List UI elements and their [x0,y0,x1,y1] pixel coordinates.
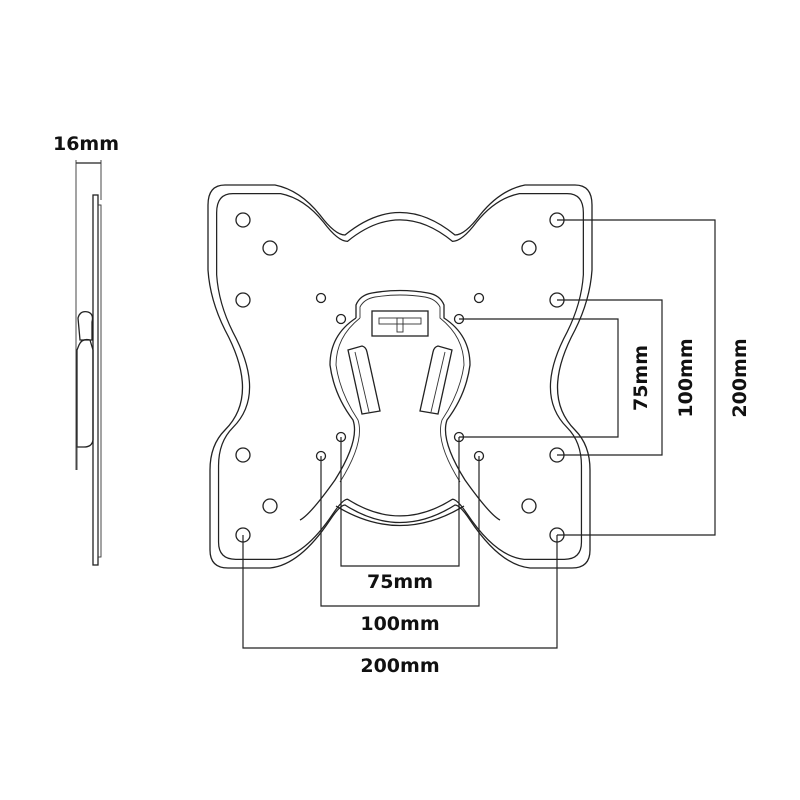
mounting-hole-large [521,498,537,514]
mounting-hole-large [262,240,278,256]
hook-left [347,345,381,415]
horizontal-100-label: 100mm [360,613,439,635]
vertical-75-dimension [459,318,619,438]
horizontal-75-label: 75mm [367,571,433,593]
plate-outline [207,184,593,569]
center-cutout [299,289,501,521]
horizontal-200-label: 200mm [360,655,439,677]
vertical-200-dimension [557,219,716,536]
mounting-hole-large [235,212,251,228]
depth-label: 16mm [53,133,119,155]
hook-left-edge [354,351,370,413]
mounting-hole-large [262,498,278,514]
side-view [75,160,102,566]
horizontal-75-dimension [340,437,460,567]
plate-inner-rim [216,192,584,560]
horizontal-200-dimension [242,535,558,649]
hook-right [419,345,453,415]
latch-bar [378,317,422,325]
vertical-100-label: 100mm [675,338,697,417]
mounting-hole-large [235,292,251,308]
vertical-200-label: 200mm [729,338,751,417]
vertical-100-dimension [557,299,663,456]
side-plate [92,194,99,566]
side-bracket [76,338,94,448]
side-screw [77,310,94,341]
hook-right-edge [430,351,446,413]
mounting-hole-small [473,292,485,304]
latch-screw [396,317,404,333]
horizontal-100-dimension [320,456,480,607]
mounting-hole-large [235,447,251,463]
mounting-hole-small [315,292,327,304]
latch [371,310,429,337]
mounting-holes [235,212,565,543]
dimension-lines [242,219,716,649]
side-plate-edge [97,204,102,558]
mounting-hole-large [521,240,537,256]
vertical-75-label: 75mm [630,345,652,411]
lower-arc [335,505,465,527]
center-cutout-inner [335,294,465,483]
front-plate [207,184,593,569]
mounting-hole-small [335,313,347,325]
